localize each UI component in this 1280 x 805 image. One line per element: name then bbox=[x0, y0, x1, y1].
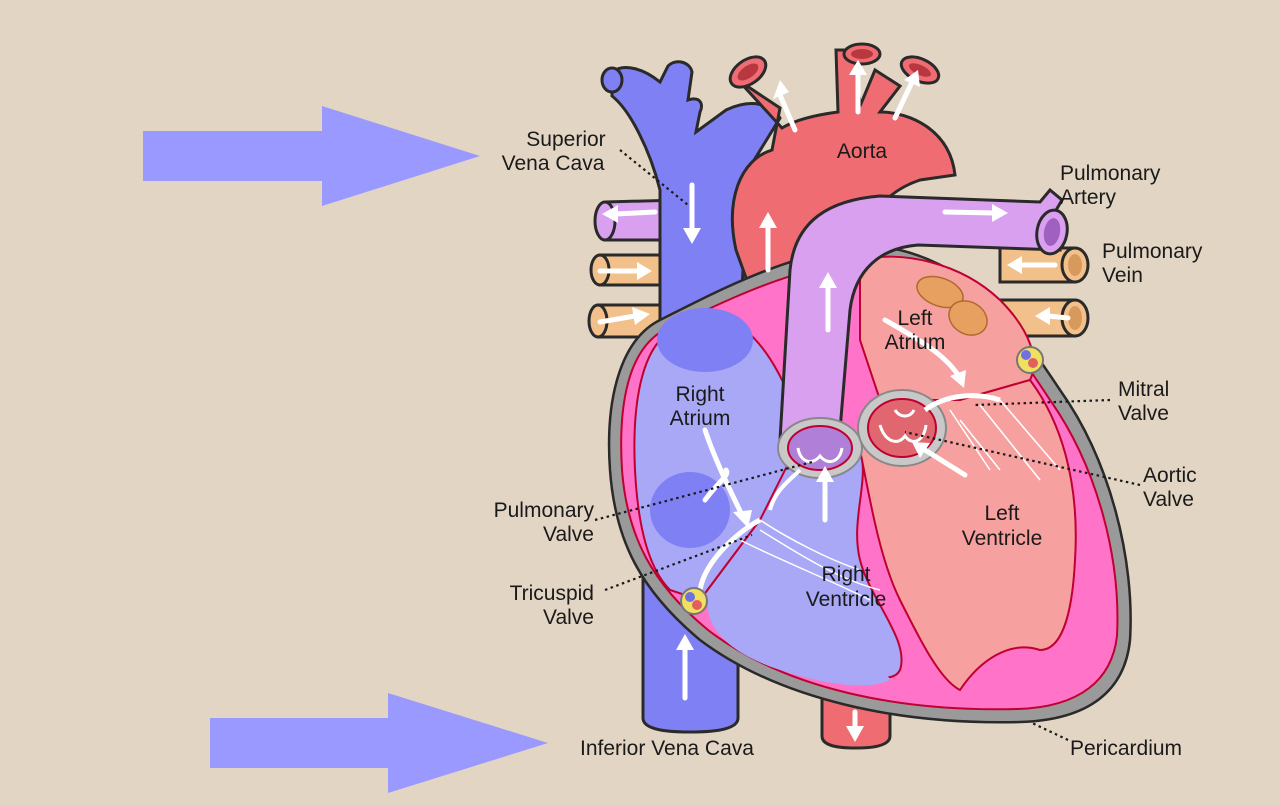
superior-vena-cava bbox=[610, 60, 782, 332]
pulmonary-valve bbox=[777, 417, 863, 479]
label-mitral-valve-line1: Mitral bbox=[1118, 378, 1169, 401]
svc-opening bbox=[657, 308, 753, 372]
label-aortic-valve-line2: Valve bbox=[1143, 488, 1194, 511]
mitral-valve bbox=[923, 393, 1061, 481]
label-pulmonary-valve-line1: Pulmonary bbox=[494, 499, 595, 522]
label-pulmonary-artery-line2: Artery bbox=[1060, 186, 1117, 209]
pointer-arrow-inferior-vena-cava bbox=[210, 693, 548, 793]
label-pulmonary-vein-line1: Pulmonary bbox=[1102, 240, 1203, 263]
label-pulmonary-vein-line2: Vein bbox=[1102, 264, 1143, 287]
label-superior-vena-cava-line1: Superior bbox=[526, 128, 605, 151]
pointer-arrow-superior-vena-cava bbox=[143, 106, 480, 206]
label-right-ventricle-line2: Ventricle bbox=[806, 588, 887, 611]
label-right-atrium-line2: Atrium bbox=[670, 407, 731, 430]
label-mitral-valve-line2: Valve bbox=[1118, 402, 1169, 425]
label-aorta: Aorta bbox=[837, 140, 888, 163]
label-pulmonary-valve-line2: Valve bbox=[543, 523, 594, 546]
label-tricuspid-valve-line1: Tricuspid bbox=[510, 582, 594, 605]
pulmonary-vein-openings bbox=[916, 275, 988, 336]
label-left-ventricle-line1: Left bbox=[984, 502, 1019, 525]
label-pulmonary-artery-line1: Pulmonary bbox=[1060, 162, 1161, 185]
tricuspid-valve bbox=[697, 468, 881, 601]
blood-flow-arrows bbox=[597, 60, 1071, 742]
label-left-atrium-line2: Atrium bbox=[885, 331, 946, 354]
pulmonary-artery bbox=[778, 187, 1069, 442]
label-left-atrium-line1: Left bbox=[897, 307, 932, 330]
coronary-vessels-left bbox=[1016, 346, 1044, 374]
label-right-atrium-line1: Right bbox=[675, 383, 724, 406]
label-left-ventricle-line2: Ventricle bbox=[962, 527, 1043, 550]
label-aortic-valve-line1: Aortic bbox=[1143, 464, 1197, 487]
label-right-ventricle-line1: Right bbox=[821, 563, 870, 586]
label-superior-vena-cava-line2: Vena Cava bbox=[502, 152, 605, 175]
label-inferior-vena-cava: Inferior Vena Cava bbox=[580, 737, 754, 760]
label-pericardium: Pericardium bbox=[1070, 737, 1182, 760]
label-tricuspid-valve-line2: Valve bbox=[543, 606, 594, 629]
coronary-vessels-right bbox=[680, 587, 708, 615]
right-ventricle-lower bbox=[707, 580, 890, 686]
leader-lines bbox=[594, 149, 1141, 741]
pulmonary-veins-left bbox=[998, 246, 1090, 338]
